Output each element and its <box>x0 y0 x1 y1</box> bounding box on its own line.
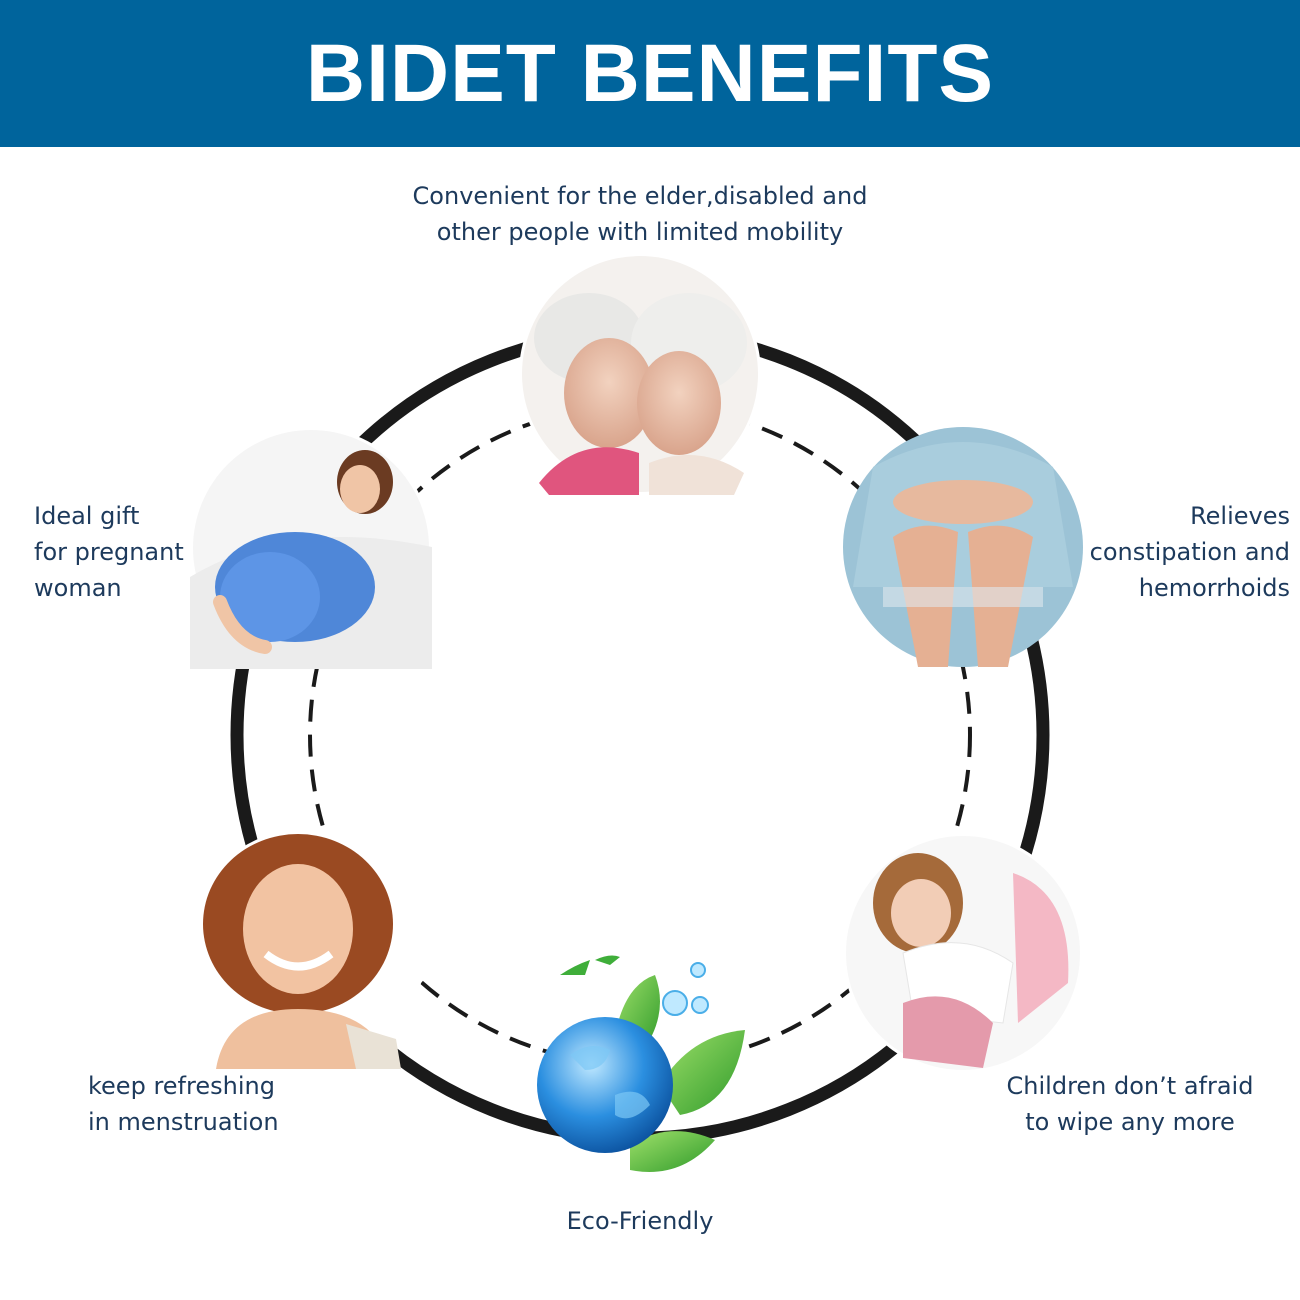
caption-eco: Eco-Friendly <box>500 1203 780 1239</box>
caption-constipation-line-2: constipation and <box>1089 538 1290 566</box>
caption-menstruation: keep refreshing in menstruation <box>88 1068 348 1140</box>
caption-elderly-line-1: Convenient for the elder,disabled and <box>412 182 868 210</box>
caption-constipation: Relieves constipation and hemorrhoids <box>1050 498 1290 606</box>
caption-pregnant: Ideal gift for pregnant woman <box>34 498 214 606</box>
globe-leaves-icon <box>537 955 745 1172</box>
smiling-woman-photo <box>186 829 426 1069</box>
caption-pregnant-line-3: woman <box>34 574 122 602</box>
caption-elderly: Convenient for the elder,disabled and ot… <box>340 178 940 250</box>
caption-menstruation-line-1: keep refreshing <box>88 1072 275 1100</box>
caption-pregnant-line-1: Ideal gift <box>34 502 140 530</box>
caption-children-line-2: to wipe any more <box>1025 1108 1235 1136</box>
seated-person-photo <box>843 427 1083 667</box>
caption-elderly-line-2: other people with limited mobility <box>436 218 844 246</box>
caption-menstruation-line-2: in menstruation <box>88 1108 279 1136</box>
page-title: BIDET BENEFITS <box>305 27 995 119</box>
child-on-potty-photo <box>843 833 1083 1073</box>
caption-eco-line-1: Eco-Friendly <box>566 1207 714 1235</box>
caption-constipation-line-3: hemorrhoids <box>1138 574 1290 602</box>
title-banner: BIDET BENEFITS <box>0 0 1300 147</box>
caption-constipation-line-1: Relieves <box>1190 502 1290 530</box>
caption-pregnant-line-2: for pregnant <box>34 538 184 566</box>
elderly-couple-photo <box>519 253 761 495</box>
pregnant-woman-photo <box>190 427 432 669</box>
caption-children: Children don’t afraid to wipe any more <box>990 1068 1270 1140</box>
caption-children-line-1: Children don’t afraid <box>1006 1072 1254 1100</box>
